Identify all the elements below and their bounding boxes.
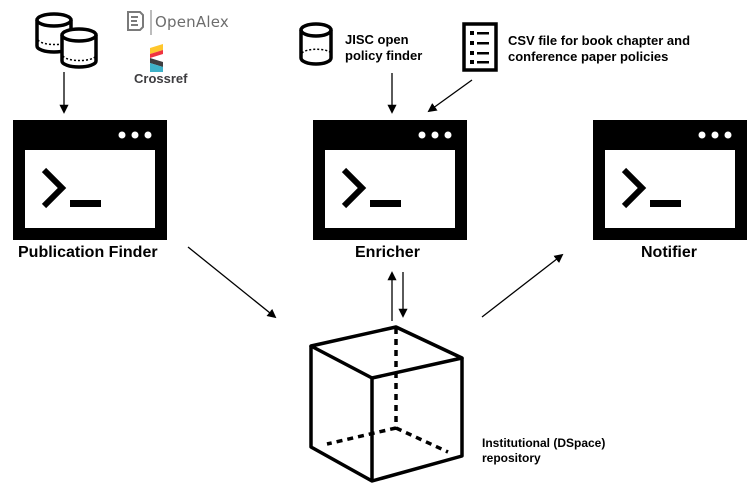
repository-label-line2: repository [482,451,541,465]
repository-cube-icon [309,325,464,483]
crossref-label: Crossref [134,71,188,86]
arrow-finder-to-repository [187,246,277,319]
enricher-terminal-icon [313,120,467,240]
publication-finder-label: Publication Finder [18,244,158,261]
crossref-logo-icon [150,44,163,72]
publication-finder-terminal-icon [13,120,167,240]
csv-label-line2: conference paper policies [508,49,669,64]
openalex-label: OpenAlex [155,13,229,31]
enricher-label: Enricher [355,244,420,261]
csv-label: CSV file for book chapter and conference… [508,33,690,65]
database-icon [35,12,73,54]
notifier-terminal-icon [593,120,747,240]
repository-label-line1: Institutional (DSpace) [482,436,606,450]
jisc-label-line2: policy finder [345,48,423,63]
openalex-logo-icon [127,10,152,35]
database-icon [60,27,98,69]
jisc-label-line1: JISC open [345,32,409,47]
jisc-label: JISC open policy finder [345,32,422,64]
csv-label-line1: CSV file for book chapter and [508,33,691,48]
database-icon-pair [35,12,98,69]
arrows [59,72,564,321]
repository-label: Institutional (DSpace) repository [482,436,605,466]
csv-document-icon [462,22,498,72]
arrow-csv-to-enricher [427,79,473,113]
jisc-database-icon [299,22,333,66]
arrow-repository-to-notifier [481,253,564,318]
notifier-label: Notifier [641,244,697,261]
